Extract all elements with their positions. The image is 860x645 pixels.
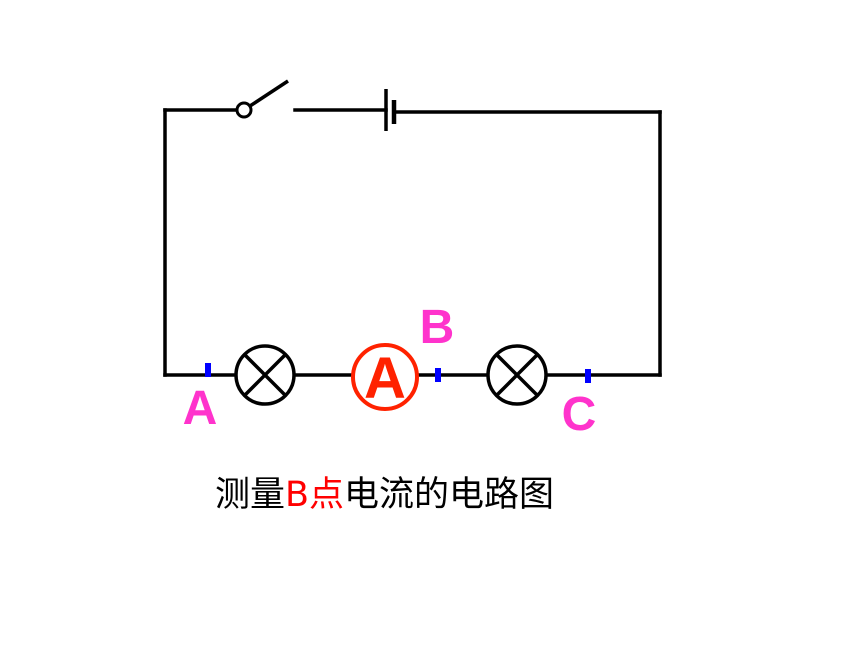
caption-suffix: 电流的电路图: [344, 475, 555, 515]
point-c-marker: [585, 369, 591, 383]
caption-prefix: 测量: [215, 475, 286, 515]
point-a-marker: [205, 363, 211, 377]
caption-highlight: B点: [285, 475, 345, 515]
lamp-icon: [486, 344, 548, 406]
ammeter-symbol: A: [364, 346, 406, 411]
point-c-label: C: [562, 388, 597, 441]
point-b-marker: [435, 368, 441, 382]
diagram-caption: 测量B点电流的电路图: [215, 466, 554, 517]
lamp-icon: [234, 344, 296, 406]
point-a-label: A: [183, 382, 218, 435]
ammeter-icon: A: [351, 343, 419, 411]
wires: [163, 108, 662, 377]
switch-icon: [235, 79, 289, 119]
battery-icon: [384, 89, 397, 131]
point-b-label: B: [420, 301, 455, 354]
